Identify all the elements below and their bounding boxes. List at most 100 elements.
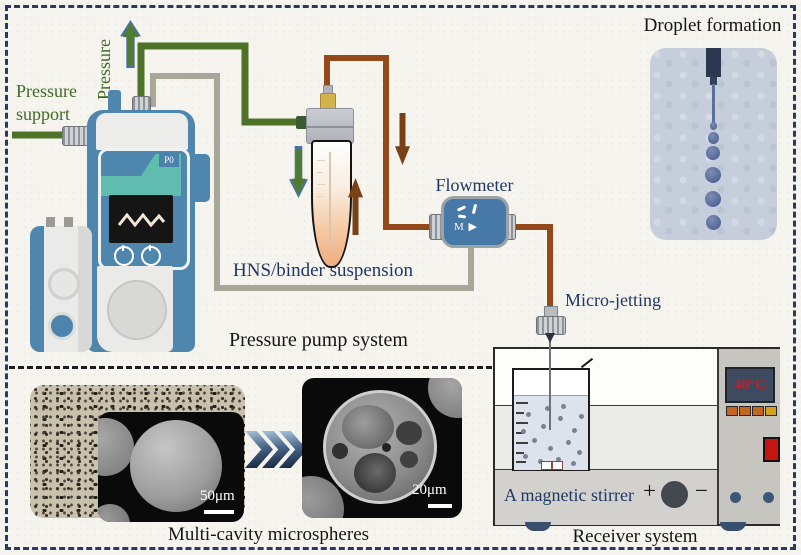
particle (577, 450, 582, 455)
machine-foot (720, 522, 746, 531)
machine-foot (525, 522, 551, 531)
cavity (342, 405, 394, 449)
particle (566, 440, 571, 445)
vial-cap (306, 108, 354, 144)
pump-display: P0 (98, 148, 190, 270)
temperature-display: 40°C (725, 367, 775, 403)
nozzle-fitting-nut (536, 316, 566, 335)
droplet (708, 132, 719, 144)
pump-side-tab (194, 154, 210, 202)
beaker-liquid (514, 395, 588, 470)
particle (523, 454, 528, 459)
droplet-nozzle (706, 48, 721, 77)
particle (572, 428, 577, 433)
pump-screen-waveform-icon (117, 212, 166, 228)
scale-bar-label: 50μm (200, 488, 235, 504)
pump-side-unit (30, 217, 92, 352)
pump-top-stub (108, 90, 121, 116)
sem-image-cross-section: 20μm (302, 378, 462, 518)
pump-top-cap (96, 113, 188, 150)
side-unit-port (48, 268, 80, 300)
droplet (706, 215, 721, 230)
scale-bar (428, 504, 452, 508)
plus-label: + (643, 478, 656, 503)
pump-dial (107, 280, 167, 340)
scale-bar (204, 510, 234, 514)
receiver-system-label: Receiver system (572, 526, 698, 547)
control-panel: 40°C (717, 349, 780, 524)
droplet (710, 122, 717, 130)
turbine-icon (456, 205, 467, 212)
magnetic-stirrer-label: A magnetic stirrer (504, 485, 634, 505)
droplet-panel (650, 48, 777, 240)
pump-screen-mode-chip: P0 (159, 153, 179, 167)
nozzle-tip (545, 333, 555, 343)
particle (556, 457, 561, 462)
flowmeter-motor-label: M ▶ (454, 221, 478, 233)
stirrer-base: A magnetic stirrer + − (495, 469, 717, 525)
particle (561, 404, 566, 409)
microsphere (130, 420, 222, 512)
droplet-nozzle-tip (710, 77, 717, 85)
particle (532, 438, 537, 443)
power-switch (763, 437, 780, 462)
pump-knob-right (141, 245, 161, 266)
vial-green-port (296, 116, 309, 129)
stir-bar (541, 461, 563, 470)
pressure-pump-system-label: Pressure pump system (229, 329, 408, 351)
particle (521, 429, 526, 434)
droplet (705, 167, 721, 183)
sem-image-whole-sphere: 50μm (98, 412, 244, 522)
flow-down-arrow-icon (289, 146, 308, 198)
pump-screen (109, 195, 173, 243)
droplet (705, 191, 721, 207)
droplet (706, 146, 720, 160)
particle (538, 459, 543, 464)
micro-jetting-label: Micro-jetting (565, 290, 661, 310)
particle (558, 416, 563, 421)
flowmeter-device: M ▶ (441, 196, 509, 248)
panel-button (726, 406, 738, 416)
turbine-icon (471, 203, 478, 215)
pump-knob-left (114, 245, 134, 266)
pressure-support-label: Pressure support (16, 81, 77, 124)
minus-label: − (695, 478, 708, 503)
droplet-formation-label: Droplet formation (643, 15, 782, 36)
turbine-icon (457, 214, 467, 219)
panel-foot-dot (730, 492, 741, 503)
droplet-stream (712, 84, 715, 126)
side-unit-pin (64, 217, 73, 227)
section-divider (9, 366, 492, 369)
panel-button (765, 406, 777, 416)
stirrer-knob (661, 481, 688, 508)
beaker (512, 368, 590, 471)
multi-cavity-label: Multi-cavity microspheres (167, 524, 370, 545)
side-unit-pin (46, 217, 55, 227)
side-unit-button (48, 312, 76, 340)
scale-bar-label: 20μm (412, 482, 447, 498)
cavity (396, 421, 422, 445)
particle (579, 414, 584, 419)
panel-foot-dot (763, 492, 774, 503)
flowmeter-label: Flowmeter (435, 175, 514, 195)
cavity (400, 451, 418, 468)
particle (571, 461, 576, 466)
jet-needle (549, 340, 551, 430)
particle (545, 406, 550, 411)
cavity (382, 443, 391, 452)
particle (541, 424, 546, 429)
multi-cavity-microsphere (323, 390, 437, 504)
particle (526, 412, 531, 417)
cavity (332, 443, 348, 459)
vial-body (311, 140, 352, 268)
panel-button (752, 406, 764, 416)
pump-lower-panel (97, 266, 173, 352)
cavity (354, 453, 396, 493)
hns-suspension-label: HNS/binder suspension (233, 260, 413, 281)
particle (548, 446, 553, 451)
side-unit-gray-band (78, 226, 92, 352)
panel-button (739, 406, 751, 416)
pressure-up-arrow-icon (120, 20, 141, 68)
